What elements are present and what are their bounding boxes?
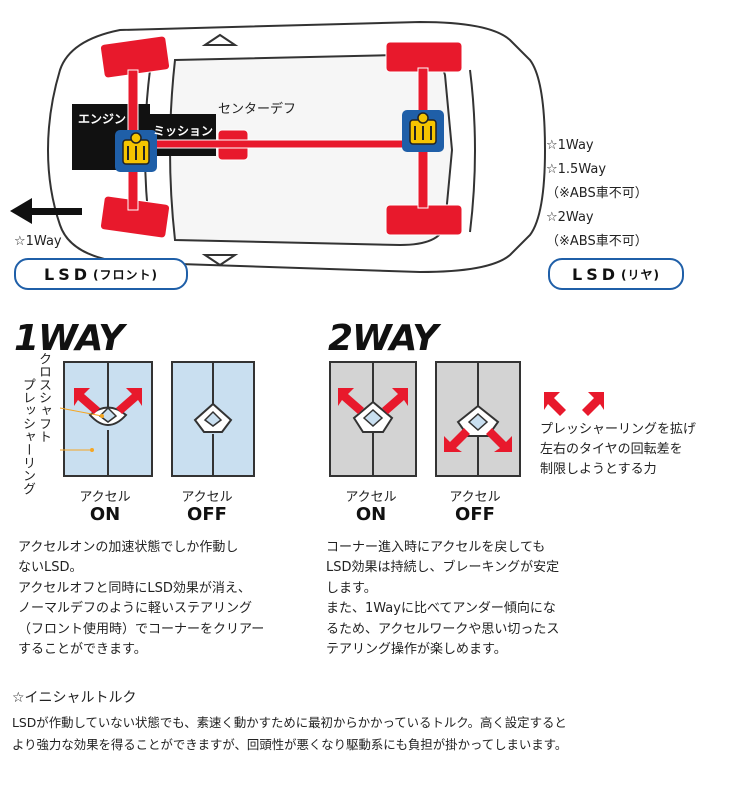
- center-diff-label: センターデフ: [218, 102, 297, 117]
- legend-line-1: プレッシャーリングを拡げ: [540, 422, 697, 437]
- two-way-off-accel: アクセル: [449, 490, 501, 505]
- mission-label: ミッション: [153, 124, 214, 138]
- car-diagram: [10, 20, 547, 274]
- two-way-desc-line-1: コーナー進入時にアクセルを戻しても: [326, 540, 546, 555]
- two-way-off-caption: アクセル OFF: [430, 486, 520, 525]
- front-lsd-icon: [115, 130, 157, 172]
- one-way-off-panel: [171, 361, 255, 477]
- two-way-off-force-arrows: [444, 428, 512, 452]
- two-way-desc-line-6: テアリング操作が楽しめます。: [326, 642, 507, 658]
- two-way-off-state: OFF: [455, 504, 495, 525]
- two-way-on-panel: [329, 361, 417, 477]
- rear-type-2: ☆1.5Way: [546, 162, 607, 177]
- rear-type-3-note: （※ABS車不可）: [546, 234, 648, 249]
- engine-label: エンジン: [78, 112, 127, 126]
- force-arrow-legend-icon: [544, 392, 604, 416]
- cross-shaft-label: クロスシャフト: [36, 352, 51, 443]
- two-way-description: コーナー進入時にアクセルを戻しても LSD効果は持続し、ブレーキングが安定 しま…: [326, 538, 559, 660]
- rear-type-1: ☆1Way: [546, 138, 594, 153]
- two-way-title: 2WAY: [328, 318, 438, 359]
- one-way-desc-line-3: アクセルオフと同時にLSD効果が消え、: [18, 580, 251, 596]
- front-lsd-type: ☆1Way: [14, 234, 62, 249]
- one-way-description: アクセルオンの加速状態でしか作動し ないLSD。 アクセルオフと同時にLSD効果…: [18, 538, 264, 660]
- rear-lsd-pill: LSD (リヤ): [548, 258, 684, 290]
- initial-torque-body: LSDが作動していない状態でも、素速く動かすために最初からかかっているトルク。高…: [12, 712, 567, 756]
- force-legend: プレッシャーリングを拡げ 左右のタイヤの回転差を 制限しようとする力: [540, 420, 696, 480]
- one-way-on-caption: アクセル ON: [60, 486, 150, 525]
- one-way-on-panel: [63, 361, 153, 477]
- one-way-title: 1WAY: [14, 318, 124, 359]
- two-way-on-force-arrows: [338, 388, 408, 414]
- legend-line-2: 左右のタイヤの回転差を: [540, 442, 683, 457]
- pressure-ring-label: プレッシャーリング: [20, 378, 35, 495]
- one-way-diagrams: [60, 361, 255, 477]
- rear-lsd-types: ☆1Way ☆1.5Way （※ABS車不可） ☆2Way （※ABS車不可）: [546, 134, 648, 254]
- one-way-desc-line-2: ないLSD。: [18, 560, 83, 576]
- two-way-desc-line-2: LSD効果は持続し、ブレーキングが安定: [326, 560, 560, 576]
- rear-lsd-icon: [402, 110, 444, 152]
- one-way-off-state: OFF: [187, 504, 227, 525]
- front-lsd-pill: LSD (フロント): [14, 258, 188, 290]
- legend-line-3: 制限しようとする力: [540, 462, 657, 477]
- two-way-desc-line-3: します。: [326, 580, 377, 596]
- one-way-desc-line-6: することができます。: [18, 642, 147, 658]
- direction-arrow-icon: [10, 198, 82, 224]
- one-way-desc-line-4: ノーマルデフのように軽いステアリング: [18, 601, 253, 617]
- rear-pill-main: LSD: [572, 264, 619, 284]
- initial-torque-line-1: LSDが作動していない状態でも、素速く動かすために最初からかかっているトルク。高…: [12, 715, 567, 730]
- two-way-on-state: ON: [355, 504, 387, 525]
- mission-block: [150, 114, 216, 156]
- one-way-desc-line-1: アクセルオンの加速状態でしか作動し: [18, 540, 239, 555]
- rear-pill-sub: (リヤ): [621, 267, 660, 282]
- initial-torque-line-2: より強力な効果を得ることができますが、回頭性が悪くなり駆動系にも負担が掛かってし…: [12, 737, 568, 752]
- two-way-diagrams: [329, 361, 521, 477]
- two-way-on-accel: アクセル: [345, 490, 397, 505]
- front-pill-main: LSD: [44, 264, 91, 284]
- two-way-desc-line-5: るため、アクセルワークや思い切ったス: [326, 621, 560, 637]
- one-way-off-accel: アクセル: [181, 490, 233, 505]
- one-way-off-caption: アクセル OFF: [162, 486, 252, 525]
- one-way-on-accel: アクセル: [79, 490, 131, 505]
- one-way-on-state: ON: [89, 504, 121, 525]
- rear-type-2-note: （※ABS車不可）: [546, 186, 648, 201]
- two-way-on-caption: アクセル ON: [326, 486, 416, 525]
- front-pill-sub: (フロント): [93, 267, 158, 282]
- two-way-desc-line-4: また、1Wayに比べてアンダー傾向にな: [326, 601, 556, 617]
- initial-torque-heading: ☆イニシャルトルク: [12, 690, 137, 706]
- one-way-desc-line-5: （フロント使用時）でコーナーをクリアー: [18, 621, 265, 637]
- one-way-force-arrows: [74, 388, 142, 414]
- two-way-off-panel: [435, 361, 521, 477]
- rear-type-3: ☆2Way: [546, 210, 594, 225]
